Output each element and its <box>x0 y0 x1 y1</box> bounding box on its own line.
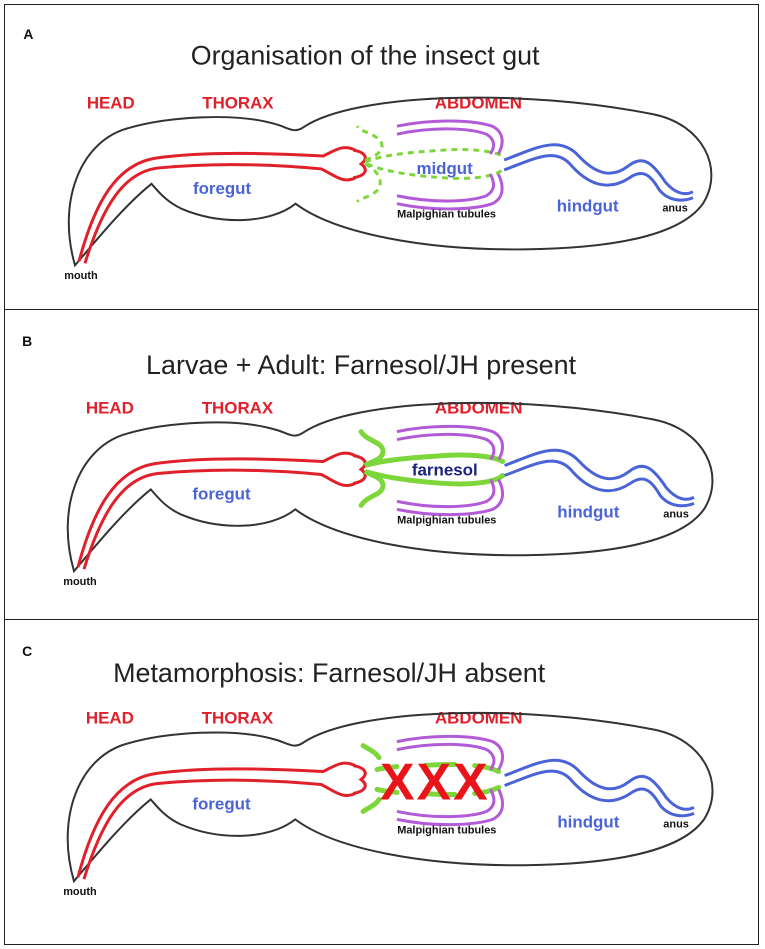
abdomen-label: ABDOMEN <box>435 93 522 112</box>
abdomen-label: ABDOMEN <box>435 709 523 728</box>
foregut-label: foregut <box>192 484 251 503</box>
insect-gut-diagram-b: B Larvae + Adult: Farnesol/JH present HE… <box>22 333 714 588</box>
proventriculus <box>352 148 367 180</box>
malpighian-tubules-upper <box>396 424 505 461</box>
malpighian-tubules-upper <box>396 119 504 155</box>
panel-c: C Metamorphosis: Farnesol/JH absent HEAD… <box>4 620 759 945</box>
head-label: HEAD <box>86 709 134 728</box>
midgut-fragments <box>360 743 502 814</box>
hindgut-label: hindgut <box>557 502 619 521</box>
malpighian-tubules-lower <box>396 173 504 211</box>
head-label: HEAD <box>87 93 135 112</box>
midgut-label: midgut <box>416 159 473 178</box>
figure: A Organisation of the insect gut HEAD TH… <box>4 4 761 945</box>
thorax-label: THORAX <box>202 399 274 418</box>
malpighian-tubules-upper <box>396 734 505 771</box>
farnesol-label: farnesol <box>412 460 478 479</box>
foregut-tube-lower <box>82 778 356 880</box>
body-outline <box>66 711 714 884</box>
foregut-tube-lower <box>83 163 356 264</box>
xxx-overlay: XXX <box>380 752 490 810</box>
mouth-label: mouth <box>63 886 97 898</box>
midgut-outline <box>355 125 504 203</box>
malpighian-label: Malpighian tubules <box>397 209 496 221</box>
body-outline <box>66 401 714 574</box>
foregut-tube-upper <box>76 451 356 568</box>
mouth-label: mouth <box>63 576 97 588</box>
foregut-label: foregut <box>193 179 251 198</box>
abdomen-label: ABDOMEN <box>435 399 523 418</box>
malpighian-label: Malpighian tubules <box>397 824 496 836</box>
insect-gut-diagram-c: C Metamorphosis: Farnesol/JH absent HEAD… <box>22 643 714 898</box>
panel-title: Metamorphosis: Farnesol/JH absent <box>113 658 546 688</box>
panel-b: B Larvae + Adult: Farnesol/JH present HE… <box>4 310 759 620</box>
panel-letter: C <box>22 643 32 659</box>
hindgut-tube-upper <box>504 758 695 811</box>
malpighian-tubules-lower <box>396 788 505 827</box>
anus-label: anus <box>663 508 689 520</box>
hindgut-tube-upper <box>503 143 694 196</box>
malpighian-label: Malpighian tubules <box>397 514 496 526</box>
anus-label: anus <box>663 818 689 830</box>
thorax-label: THORAX <box>202 93 274 112</box>
panel-letter: B <box>22 333 32 349</box>
panel-letter: A <box>23 26 33 42</box>
head-label: HEAD <box>86 399 134 418</box>
anus-label: anus <box>662 203 687 215</box>
hindgut-tube-lower <box>503 154 694 202</box>
insect-gut-diagram-a: A Organisation of the insect gut HEAD TH… <box>23 26 713 282</box>
proventriculus <box>352 454 367 485</box>
hindgut-tube-lower <box>504 769 695 818</box>
panel-a: A Organisation of the insect gut HEAD TH… <box>4 4 759 310</box>
hindgut-tube-lower <box>504 459 695 508</box>
foregut-tube-upper <box>76 761 356 878</box>
foregut-tube-lower <box>82 468 356 570</box>
hindgut-label: hindgut <box>557 812 619 831</box>
thorax-label: THORAX <box>202 709 274 728</box>
panel-title: Larvae + Adult: Farnesol/JH present <box>146 350 577 380</box>
proventriculus <box>352 764 367 795</box>
foregut-tube-upper <box>77 146 356 262</box>
mouth-label: mouth <box>64 270 97 282</box>
hindgut-tube-upper <box>504 448 695 501</box>
hindgut-label: hindgut <box>557 197 619 216</box>
midgut-outline <box>358 429 506 508</box>
body-outline <box>67 96 713 268</box>
panel-title: Organisation of the insect gut <box>191 41 540 71</box>
foregut-label: foregut <box>192 794 251 813</box>
malpighian-tubules-lower <box>396 478 505 517</box>
